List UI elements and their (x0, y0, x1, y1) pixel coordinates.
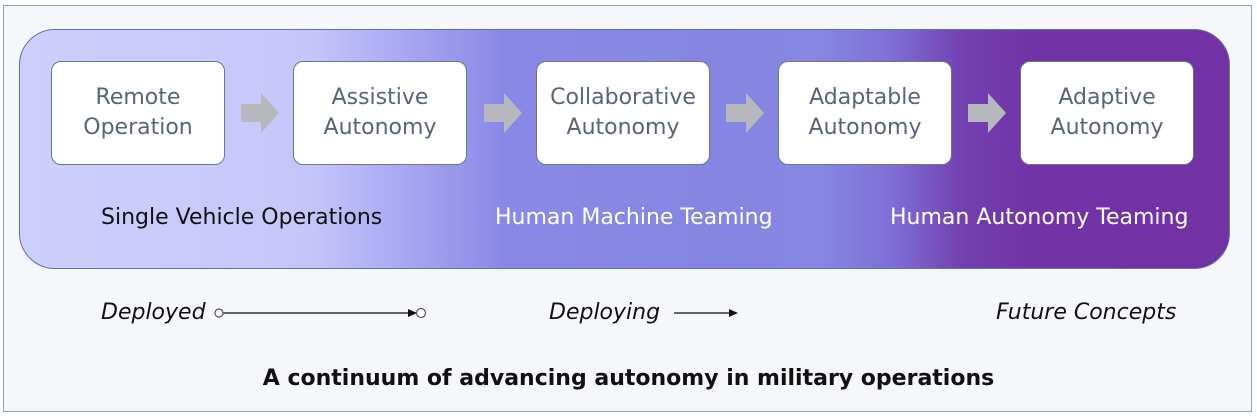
block-arrow-icon (726, 93, 764, 133)
stage-label-line1: Assistive (331, 85, 429, 110)
stage-label-line2: Operation (83, 115, 193, 140)
deploying-arrow-line (674, 309, 738, 317)
figure-caption: A continuum of advancing autonomy in mil… (262, 366, 995, 391)
stage-label-line1: Adaptable (809, 85, 921, 110)
stage-label-line2: Autonomy (323, 115, 437, 140)
group-label-human-machine-teaming: Human Machine Teaming (495, 205, 773, 230)
stage-adaptable-autonomy: Adaptable Autonomy (778, 61, 952, 165)
block-arrow-icon (241, 93, 279, 133)
stage-remote-operation: Remote Operation (51, 61, 225, 165)
stage-label-line1: Remote (95, 85, 181, 110)
stage-assistive-autonomy: Assistive Autonomy (293, 61, 467, 165)
stage-label-line1: Adaptive (1058, 85, 1156, 110)
stage-collaborative-autonomy: Collaborative Autonomy (536, 61, 710, 165)
deployed-connector-line (214, 307, 427, 319)
stage-label-line1: Collaborative (550, 85, 696, 110)
block-arrow-icon (484, 93, 522, 133)
status-future-concepts: Future Concepts (996, 300, 1177, 325)
stage-label-line2: Autonomy (808, 115, 922, 140)
stage-label-line2: Autonomy (566, 115, 680, 140)
group-label-human-autonomy-teaming: Human Autonomy Teaming (890, 205, 1189, 230)
group-label-single-vehicle: Single Vehicle Operations (101, 205, 383, 230)
stage-adaptive-autonomy: Adaptive Autonomy (1020, 61, 1194, 165)
block-arrow-icon (968, 93, 1006, 133)
stage-label-line2: Autonomy (1050, 115, 1164, 140)
status-deploying: Deploying (549, 300, 661, 325)
status-deployed: Deployed (101, 300, 206, 325)
